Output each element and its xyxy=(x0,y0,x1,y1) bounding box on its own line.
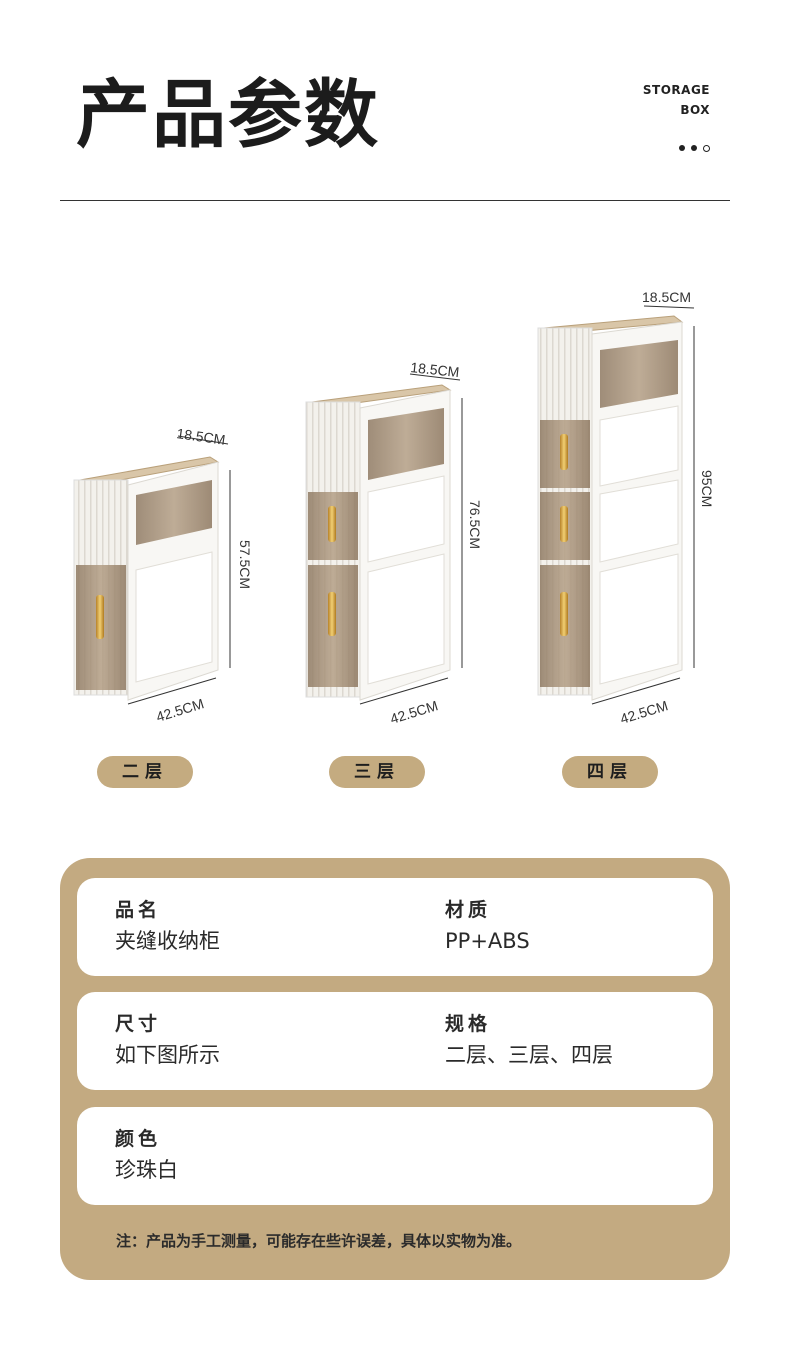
divider xyxy=(60,200,730,201)
spec-value-name: 夹缝收纳柜 xyxy=(115,929,220,953)
page-title: 产品参数 xyxy=(76,72,380,158)
dimension-label-height: 57.5CM xyxy=(237,540,253,589)
dimension-label-depth: 42.5CM xyxy=(618,697,670,727)
model-tag-three-tier: 三层 xyxy=(329,756,425,788)
dimension-label-height: 95CM xyxy=(699,470,715,507)
model-tag-two-tier: 二层 xyxy=(97,756,193,788)
dot-icon xyxy=(679,145,685,151)
spec-label-size: 尺寸 xyxy=(115,1013,162,1035)
spec-card-name-material: 品名 夹缝收纳柜 材质 PP+ABS xyxy=(77,878,713,976)
spec-label-spec: 规格 xyxy=(445,1013,492,1035)
spec-value-material: PP+ABS xyxy=(445,929,530,953)
spec-value-spec: 二层、三层、四层 xyxy=(445,1043,613,1067)
hollow-dot-icon xyxy=(703,145,710,152)
measurement-note: 注：产品为手工测量，可能存在些许误差，具体以实物为准。 xyxy=(116,1232,522,1250)
spec-card-size-spec: 尺寸 如下图所示 规格 二层、三层、四层 xyxy=(77,992,713,1090)
cabinet-three-tier: 18.5CM 76.5CM 42.5CM xyxy=(305,359,483,727)
dimension-label-top: 18.5CM xyxy=(642,289,691,305)
brand-line-2: BOX xyxy=(680,103,710,117)
spec-panel: 品名 夹缝收纳柜 材质 PP+ABS 尺寸 如下图所示 规格 二层、三层、四层 … xyxy=(60,858,730,1280)
spec-card-color: 颜色 珍珠白 xyxy=(77,1107,713,1205)
decorative-dots xyxy=(679,145,710,152)
dimension-label-top: 18.5CM xyxy=(176,425,227,448)
dimension-label-top: 18.5CM xyxy=(410,359,460,380)
model-tag-four-tier: 四层 xyxy=(562,756,658,788)
dimension-label-depth: 42.5CM xyxy=(388,697,440,727)
dimension-label-height: 76.5CM xyxy=(467,500,483,549)
cabinet-two-tier: 18.5CM 57.5CM 42.5CM xyxy=(73,425,253,725)
cabinet-illustrations: 18.5CM 57.5CM 42.5CM 18.5CM 76.5CM 42.5C… xyxy=(73,289,715,727)
cabinet-four-tier: 18.5CM 95CM 42.5CM xyxy=(537,289,715,727)
spec-label-color: 颜色 xyxy=(115,1128,162,1150)
brand-label: STORAGE BOX xyxy=(643,80,710,120)
spec-value-color: 珍珠白 xyxy=(115,1158,178,1182)
dimension-label-depth: 42.5CM xyxy=(154,695,206,725)
spec-label-name: 品名 xyxy=(115,899,162,921)
dot-icon xyxy=(691,145,697,151)
spec-value-size: 如下图所示 xyxy=(115,1043,220,1067)
brand-line-1: STORAGE xyxy=(642,83,710,97)
spec-label-material: 材质 xyxy=(445,899,492,921)
